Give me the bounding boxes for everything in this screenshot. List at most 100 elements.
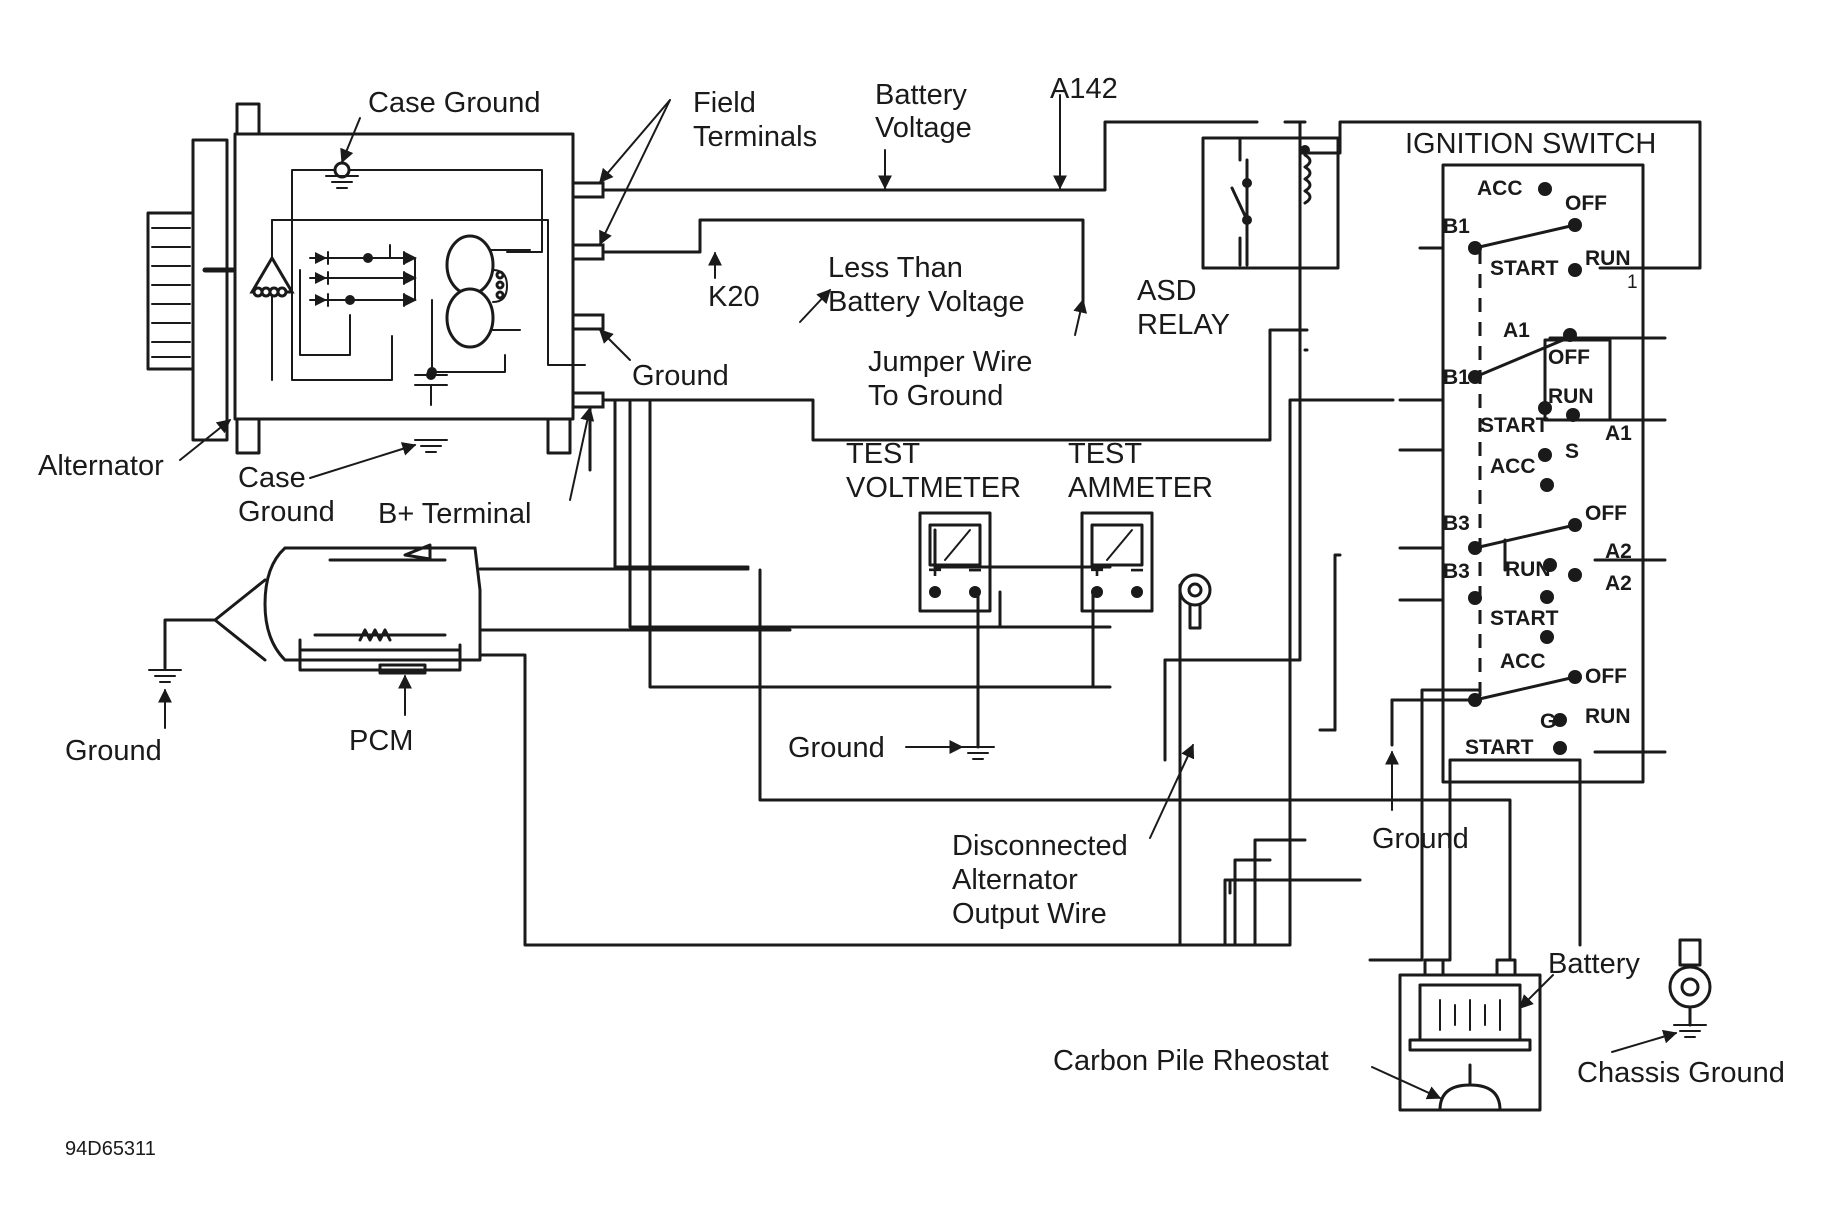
pcm — [148, 543, 482, 683]
alternator-output-wire-eyelet — [1178, 573, 1212, 630]
switch-b3-b: B3 — [1443, 560, 1470, 583]
alternator-terminals — [571, 181, 605, 409]
voltmeter-minus: − — [968, 557, 982, 584]
switch-off-4: OFF — [1585, 665, 1627, 688]
test-voltmeter-label-1: TEST — [846, 438, 920, 470]
test-ammeter-label-2: AMMETER — [1068, 472, 1213, 504]
case-ground-top-symbol — [325, 161, 359, 189]
switch-contact — [1553, 741, 1567, 755]
switch-contact — [1563, 328, 1577, 342]
switch-contact — [1568, 263, 1582, 277]
battery-voltage-label-1: Battery — [875, 79, 967, 111]
field-terminals-label-2: Terminals — [693, 121, 817, 153]
disconnected-label-1: Disconnected — [952, 830, 1128, 862]
switch-run-2: RUN — [1548, 385, 1594, 408]
voltmeter-plus: + — [928, 557, 942, 584]
alternator-housing — [233, 102, 575, 455]
disconnected-label-2: Alternator — [952, 864, 1078, 896]
switch-run-1: RUN — [1585, 247, 1631, 270]
switch-contact — [1468, 541, 1482, 555]
jumper-wire-label-2: To Ground — [868, 380, 1003, 412]
switch-contact — [1468, 693, 1482, 707]
asd-relay-label-1: ASD — [1137, 275, 1197, 307]
switch-a2-b: A2 — [1605, 572, 1632, 595]
chassis-ground-symbol — [1668, 938, 1712, 1038]
ground-switch-label: Ground — [1372, 823, 1469, 855]
switch-start-3: START — [1490, 607, 1559, 630]
ground-pcm-label: Ground — [65, 735, 162, 767]
battery-voltage-label-2: Voltage — [875, 112, 972, 144]
switch-contact — [1538, 182, 1552, 196]
test-voltmeter-label-2: VOLTMETER — [846, 472, 1021, 504]
ignition-switch — [1398, 163, 1680, 784]
carbon-pile-rheostat — [1438, 1063, 1502, 1112]
switch-contact — [1543, 558, 1557, 572]
figure-id-label: 94D65311 — [65, 1138, 156, 1160]
switch-contact — [1538, 448, 1552, 462]
less-than-label-2: Battery Voltage — [828, 286, 1025, 318]
switch-contact — [1468, 591, 1482, 605]
ammeter-minus: − — [1130, 557, 1144, 584]
switch-contact — [1568, 218, 1582, 232]
chassis-ground-label: Chassis Ground — [1577, 1057, 1785, 1089]
b-plus-terminal — [571, 391, 605, 409]
switch-contact — [1568, 670, 1582, 684]
meter-polarity-labels: +−+− — [928, 557, 1144, 584]
meter-ground-symbol — [961, 593, 995, 760]
test-ammeter-label-1: TEST — [1068, 438, 1142, 470]
field-terminal-2 — [571, 243, 605, 261]
switch-contact — [1540, 590, 1554, 604]
ammeter-plus: + — [1090, 557, 1104, 584]
ground-terminal-label: Ground — [632, 360, 729, 392]
switch-off-1: OFF — [1565, 192, 1607, 215]
switch-acc-3: ACC — [1500, 650, 1546, 673]
switch-b1-b: B1 — [1443, 366, 1470, 389]
pcm-ground-symbol — [148, 669, 182, 683]
switch-run-4: RUN — [1585, 705, 1631, 728]
switch-b1-a: B1 — [1443, 215, 1470, 238]
switch-contact — [1568, 568, 1582, 582]
test-voltmeter — [918, 511, 992, 613]
switch-start-2: START — [1480, 414, 1549, 437]
alternator-pulley — [146, 138, 236, 442]
switch-one: 1 — [1627, 272, 1638, 293]
switch-contact — [1566, 408, 1580, 422]
asd-relay — [1201, 136, 1340, 270]
switch-acc-2: ACC — [1490, 455, 1536, 478]
ignition-switch-label: IGNITION SWITCH — [1405, 128, 1656, 160]
switch-a1-b: A1 — [1605, 422, 1632, 445]
switch-contact — [1468, 370, 1482, 384]
case-ground-label-1: Case — [238, 462, 306, 494]
alternator-label: Alternator — [38, 450, 164, 482]
battery-label: Battery — [1548, 948, 1640, 980]
switch-run-3: RUN — [1505, 558, 1551, 581]
test-ammeter — [1080, 511, 1154, 613]
wiring — [478, 120, 1702, 962]
switch-start-1: START — [1490, 257, 1559, 280]
callout-arrows — [158, 94, 1678, 1100]
switch-off-3: OFF — [1585, 502, 1627, 525]
k20-label: K20 — [708, 281, 760, 313]
switch-off-2: OFF — [1548, 346, 1590, 369]
pcm-label: PCM — [349, 725, 413, 757]
a142-label: A142 — [1050, 73, 1118, 105]
battery — [1398, 958, 1542, 1112]
switch-contact — [1553, 713, 1567, 727]
switch-contact — [1540, 478, 1554, 492]
asd-relay-label-2: RELAY — [1137, 309, 1230, 341]
ground-meters-label: Ground — [788, 732, 885, 764]
switch-a1-a: A1 — [1503, 319, 1530, 342]
alternator — [146, 102, 605, 455]
switch-acc-1: ACC — [1477, 177, 1523, 200]
carbon-pile-label: Carbon Pile Rheostat — [1053, 1045, 1329, 1077]
switch-start-4: START — [1465, 736, 1534, 759]
switch-g: G — [1540, 710, 1556, 733]
switch-contact — [1568, 518, 1582, 532]
ground-terminal — [571, 313, 605, 331]
less-than-label-1: Less Than — [828, 252, 963, 284]
b-plus-terminal-label: B+ Terminal — [378, 498, 531, 530]
case-ground-label-2: Ground — [238, 496, 335, 528]
switch-a2-a: A2 — [1605, 540, 1632, 563]
